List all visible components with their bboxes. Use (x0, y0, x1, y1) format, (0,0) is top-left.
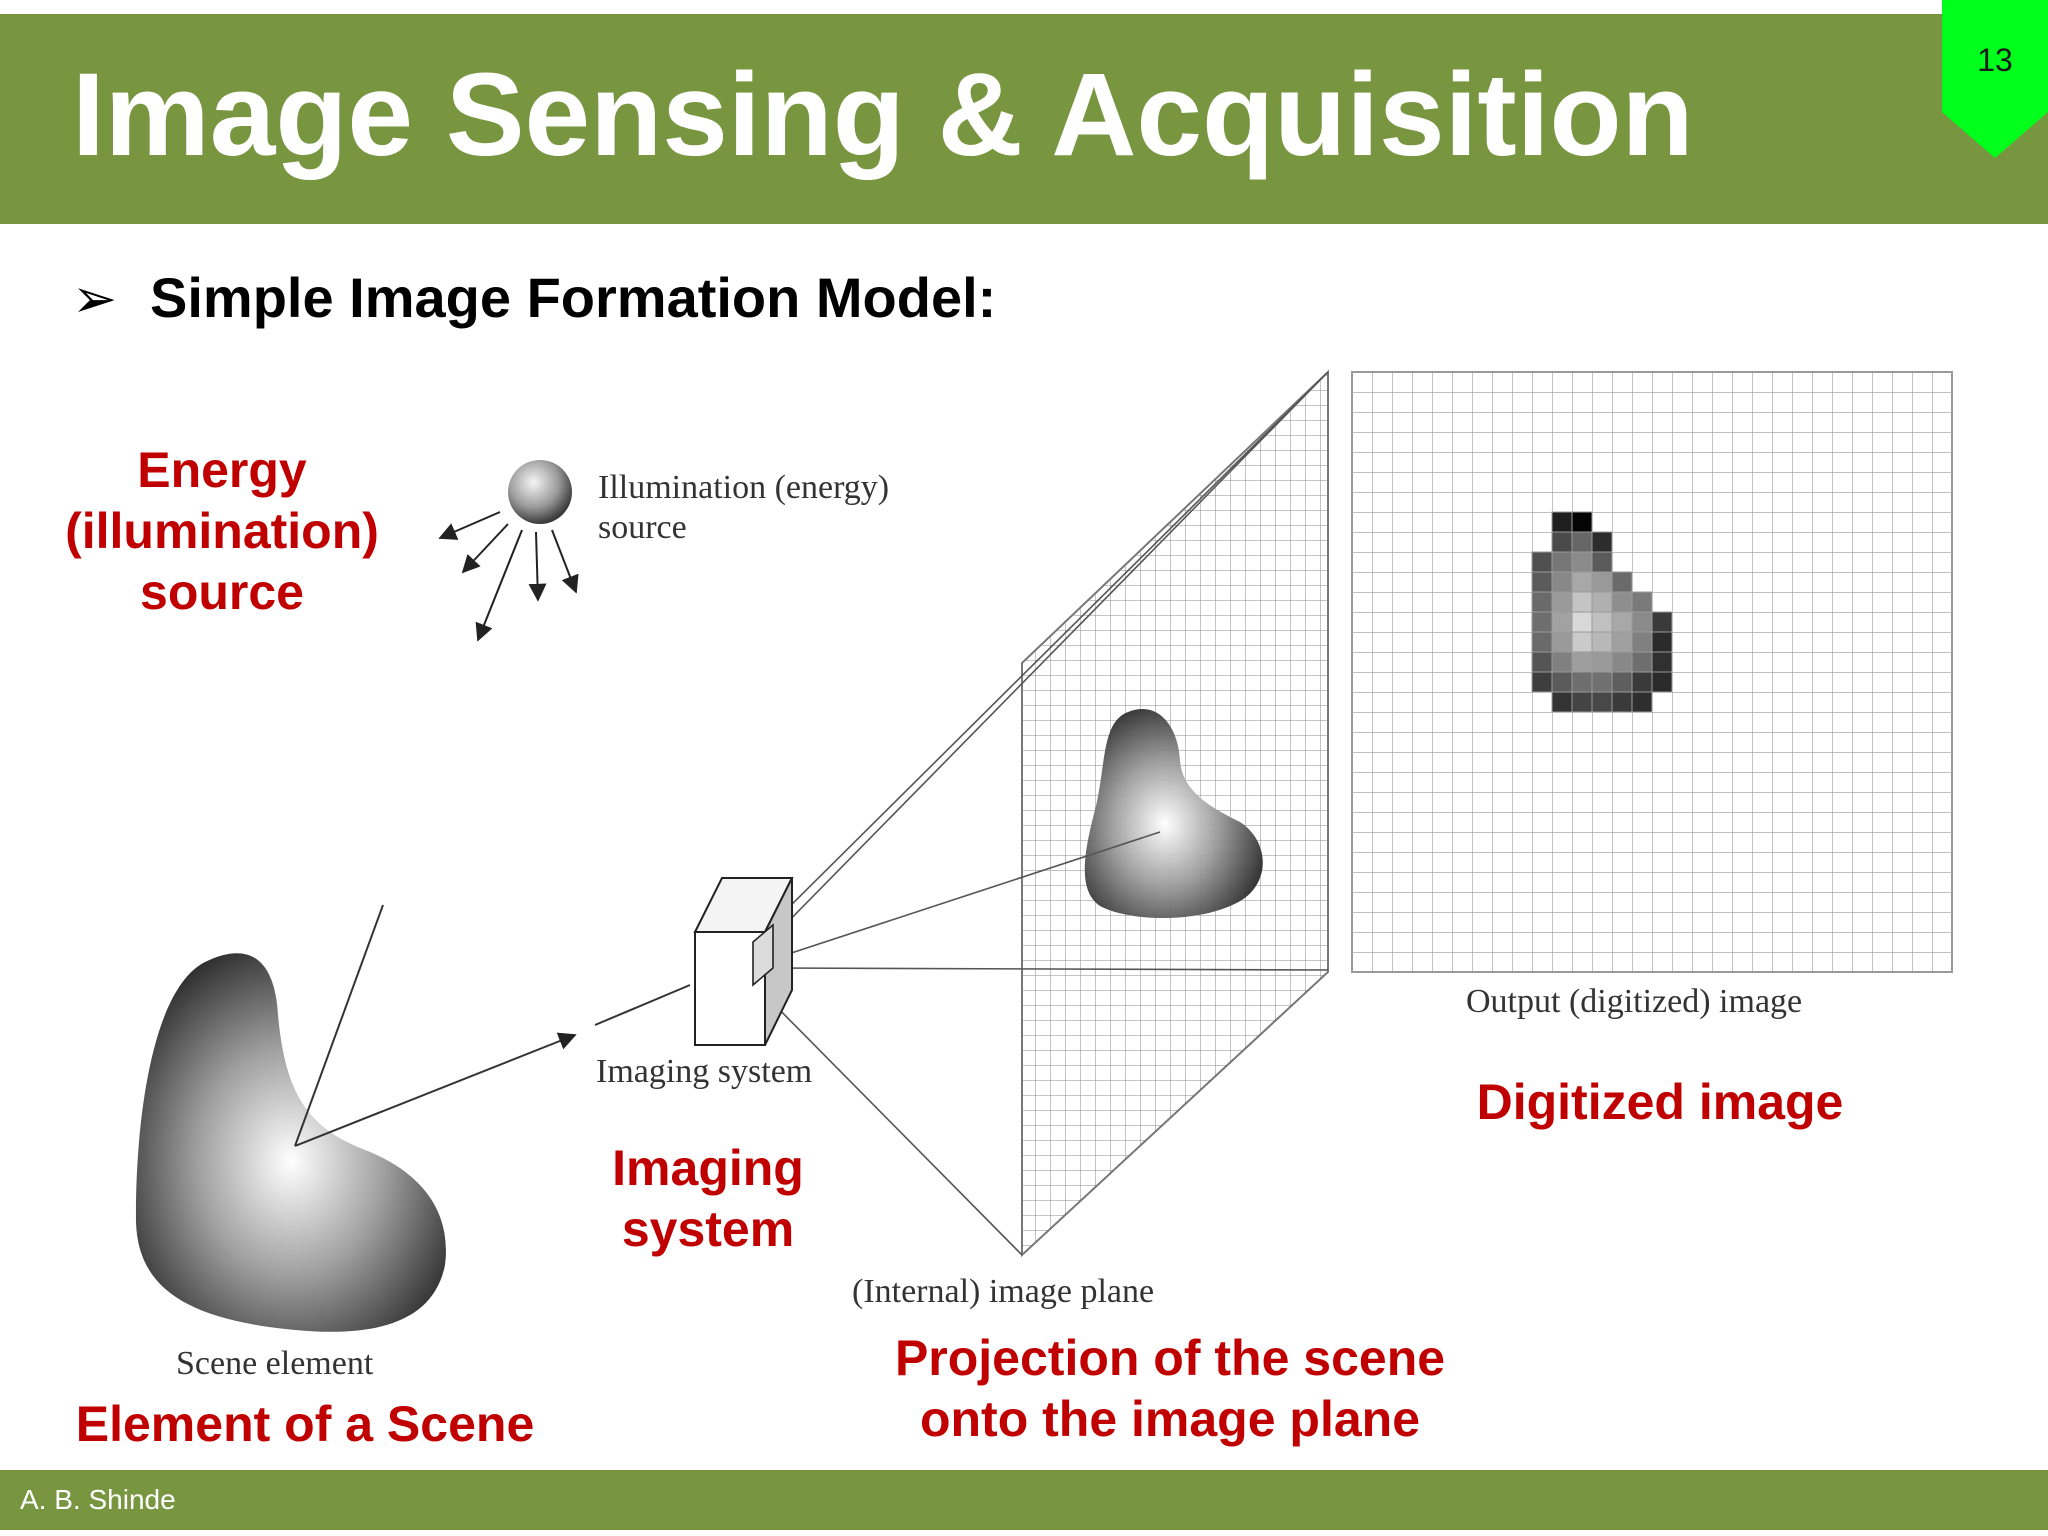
illumination-source-label: Illumination (energy) source (598, 468, 889, 548)
digitized-image-annotation: Digitized image (1476, 1074, 1844, 1130)
pixel-cell (1631, 591, 1653, 613)
illumination-label-line-2: source (598, 509, 687, 546)
pixel-cell (1531, 551, 1553, 573)
internal-image-plane (1021, 369, 1329, 1258)
pixel-cell (1571, 511, 1593, 533)
pixel-cell (1571, 591, 1593, 613)
imaging-system-annotation: Imaging system (578, 1138, 838, 1260)
energy-source-annotation: Energy (illumination) source (52, 440, 392, 623)
pixel-cell (1531, 651, 1553, 673)
pixel-cell (1611, 611, 1633, 633)
page-badge (1942, 0, 2048, 158)
pixel-cell (1631, 631, 1653, 653)
imaging-line-2: system (621, 1201, 795, 1257)
pixel-cell (1591, 571, 1613, 593)
pixel-cell (1551, 531, 1573, 553)
pixel-cell (1591, 671, 1613, 693)
pixel-cell (1571, 631, 1593, 653)
slide-title: Image Sensing & Acquisition (72, 49, 1694, 181)
pixel-cell (1531, 611, 1553, 633)
pixel-cell (1571, 551, 1593, 573)
energy-line-1: Energy (137, 442, 307, 498)
energy-line-2: (illumination) (65, 503, 379, 559)
pixel-cell (1551, 551, 1573, 573)
pixel-cell (1551, 671, 1573, 693)
pixel-cell (1551, 651, 1573, 673)
pixel-cell (1611, 651, 1633, 673)
illumination-label-line-1: Illumination (energy) (598, 469, 890, 506)
pixel-cell (1651, 671, 1673, 693)
pixel-cell (1571, 651, 1593, 673)
footer-author: A. B. Shinde (20, 1484, 176, 1515)
output-image-label: Output (digitized) image (1466, 983, 1803, 1020)
pixel-cell (1631, 611, 1653, 633)
illumination-source (438, 460, 579, 642)
energy-line-3: source (140, 564, 304, 620)
pixel-cell (1591, 611, 1613, 633)
pixel-cell (1591, 591, 1613, 613)
pixel-cell (1551, 571, 1573, 593)
pixel-cell (1631, 691, 1653, 713)
pixel-cell (1591, 691, 1613, 713)
projection-line-2: onto the image plane (919, 1391, 1421, 1447)
pixel-cell (1591, 551, 1613, 573)
pixel-cell (1591, 531, 1613, 553)
pixel-cell (1531, 671, 1553, 693)
pixel-cell (1551, 631, 1573, 653)
imaging-line-1: Imaging (612, 1140, 804, 1196)
pixel-cell (1591, 631, 1613, 653)
pixel-cell (1551, 691, 1573, 713)
internal-image-plane-label: (Internal) image plane (852, 1273, 1155, 1310)
pixel-cell (1571, 671, 1593, 693)
pixel-cell (1631, 671, 1653, 693)
pixel-cell (1611, 671, 1633, 693)
pixel-cell (1531, 631, 1553, 653)
page-number: 13 (1977, 42, 2013, 78)
projection-line-1: Projection of the scene (894, 1330, 1446, 1386)
pixel-cell (1651, 611, 1673, 633)
pixel-cell (1591, 651, 1613, 673)
pixel-cell (1571, 691, 1593, 713)
pixel-cell (1611, 591, 1633, 613)
pixel-cell (1611, 631, 1633, 653)
pixel-cell (1551, 591, 1573, 613)
pixel-cell (1651, 651, 1673, 673)
pixel-cell (1651, 631, 1673, 653)
pixel-cell (1571, 571, 1593, 593)
pixel-cell (1631, 651, 1653, 673)
projection-lines (759, 371, 1329, 1256)
section-heading: Simple Image Formation Model: (150, 266, 997, 329)
pixel-cell (1531, 591, 1553, 613)
footer-bar (0, 1470, 2048, 1530)
light-bulb-sphere-icon (508, 460, 572, 524)
title-bar (0, 14, 2048, 224)
camera-box-icon (693, 877, 794, 1046)
imaging-system-label: Imaging system (596, 1053, 813, 1090)
bullet-arrow-icon: ➢ (72, 267, 118, 330)
pixel-cell (1571, 531, 1593, 553)
element-of-scene-annotation: Element of a Scene (75, 1396, 535, 1452)
output-digitized-image (1351, 371, 1953, 973)
pixel-cell (1531, 571, 1553, 593)
pixel-cell (1551, 511, 1573, 533)
pixel-cell (1551, 611, 1573, 633)
projection-annotation: Projection of the scene onto the image p… (840, 1328, 1500, 1450)
scene-element (135, 904, 691, 1332)
scene-element-label: Scene element (176, 1345, 374, 1382)
pixel-cell (1571, 611, 1593, 633)
pixel-blob (1531, 511, 1673, 713)
pixel-cell (1611, 691, 1633, 713)
pixel-cell (1611, 571, 1633, 593)
